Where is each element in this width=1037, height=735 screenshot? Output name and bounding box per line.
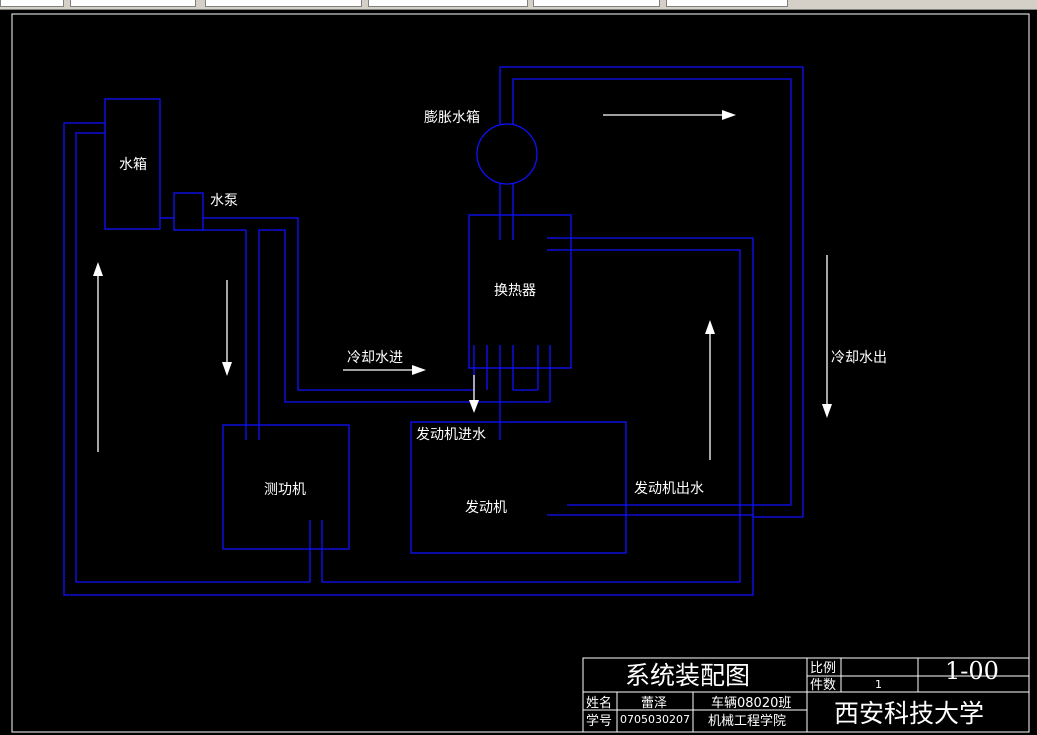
water-pump-box bbox=[173, 192, 204, 231]
expansion-tank-label: 膨胀水箱 bbox=[424, 109, 480, 126]
toolbar-field[interactable] bbox=[368, 0, 528, 7]
engine-water-in-label: 发动机进水 bbox=[416, 427, 486, 443]
expansion-tank-circle bbox=[476, 123, 538, 185]
arrow-up-icon bbox=[705, 320, 715, 460]
heat-exchanger-label: 换热器 bbox=[494, 282, 536, 299]
scale-label: 比例 bbox=[810, 661, 836, 676]
pipe-network bbox=[63, 66, 804, 596]
engine-box bbox=[410, 421, 627, 554]
class-value: 车辆08020班 bbox=[711, 695, 791, 711]
flow-arrows bbox=[93, 110, 832, 460]
dynamometer-label: 测功机 bbox=[264, 482, 306, 498]
college-value: 机械工程学院 bbox=[708, 713, 786, 729]
arrow-down-icon bbox=[469, 375, 479, 413]
arrow-right-icon bbox=[343, 365, 426, 375]
arrow-down-icon bbox=[822, 255, 832, 418]
quantity-label: 件数 bbox=[810, 678, 836, 693]
drawing-title: 系统装配图 bbox=[625, 661, 750, 690]
name-label: 姓名 bbox=[586, 695, 612, 711]
toolbar-field[interactable] bbox=[205, 0, 362, 7]
toolbar-field[interactable] bbox=[533, 0, 660, 7]
engine-water-out-label: 发动机出水 bbox=[634, 481, 704, 497]
drawing-frame bbox=[11, 13, 1030, 733]
water-tank-box bbox=[104, 98, 161, 230]
name-value: 蕾泽 bbox=[641, 696, 667, 711]
heat-exchanger-box bbox=[468, 214, 572, 369]
arrow-up-icon bbox=[93, 262, 103, 452]
cooling-water-in-label: 冷却水进 bbox=[347, 350, 403, 366]
engine-label: 发动机 bbox=[465, 500, 507, 516]
cooling-water-out-label: 冷却水出 bbox=[831, 350, 887, 366]
drawing-canvas[interactable]: 水箱 水泵 膨胀水箱 换热器 冷却水进 冷却水出 测功机 发动机 发动机进水 发… bbox=[0, 10, 1037, 735]
university-name: 西安科技大学 bbox=[834, 699, 984, 728]
toolbar-strip bbox=[0, 0, 1037, 10]
toolbar-field[interactable] bbox=[0, 0, 64, 7]
toolbar-field[interactable] bbox=[666, 0, 788, 7]
student-id-label: 学号 bbox=[586, 713, 612, 729]
arrow-down-icon bbox=[222, 280, 232, 376]
student-id-value: 0705030207 bbox=[620, 713, 690, 726]
quantity-value: 1 bbox=[875, 678, 882, 691]
cooling-system-diagram: 水箱 水泵 膨胀水箱 换热器 冷却水进 冷却水出 测功机 发动机 发动机进水 发… bbox=[11, 13, 1030, 733]
title-block: 系统装配图 比例 件数 1 1-00 姓名 蕾泽 学号 0705030207 车… bbox=[582, 657, 1030, 733]
toolbar-field[interactable] bbox=[70, 0, 196, 7]
water-tank-label: 水箱 bbox=[119, 157, 147, 173]
dynamometer-box bbox=[222, 424, 350, 550]
drawing-number: 1-00 bbox=[945, 657, 999, 685]
arrow-right-icon bbox=[603, 110, 736, 120]
water-pump-label: 水泵 bbox=[210, 193, 238, 209]
